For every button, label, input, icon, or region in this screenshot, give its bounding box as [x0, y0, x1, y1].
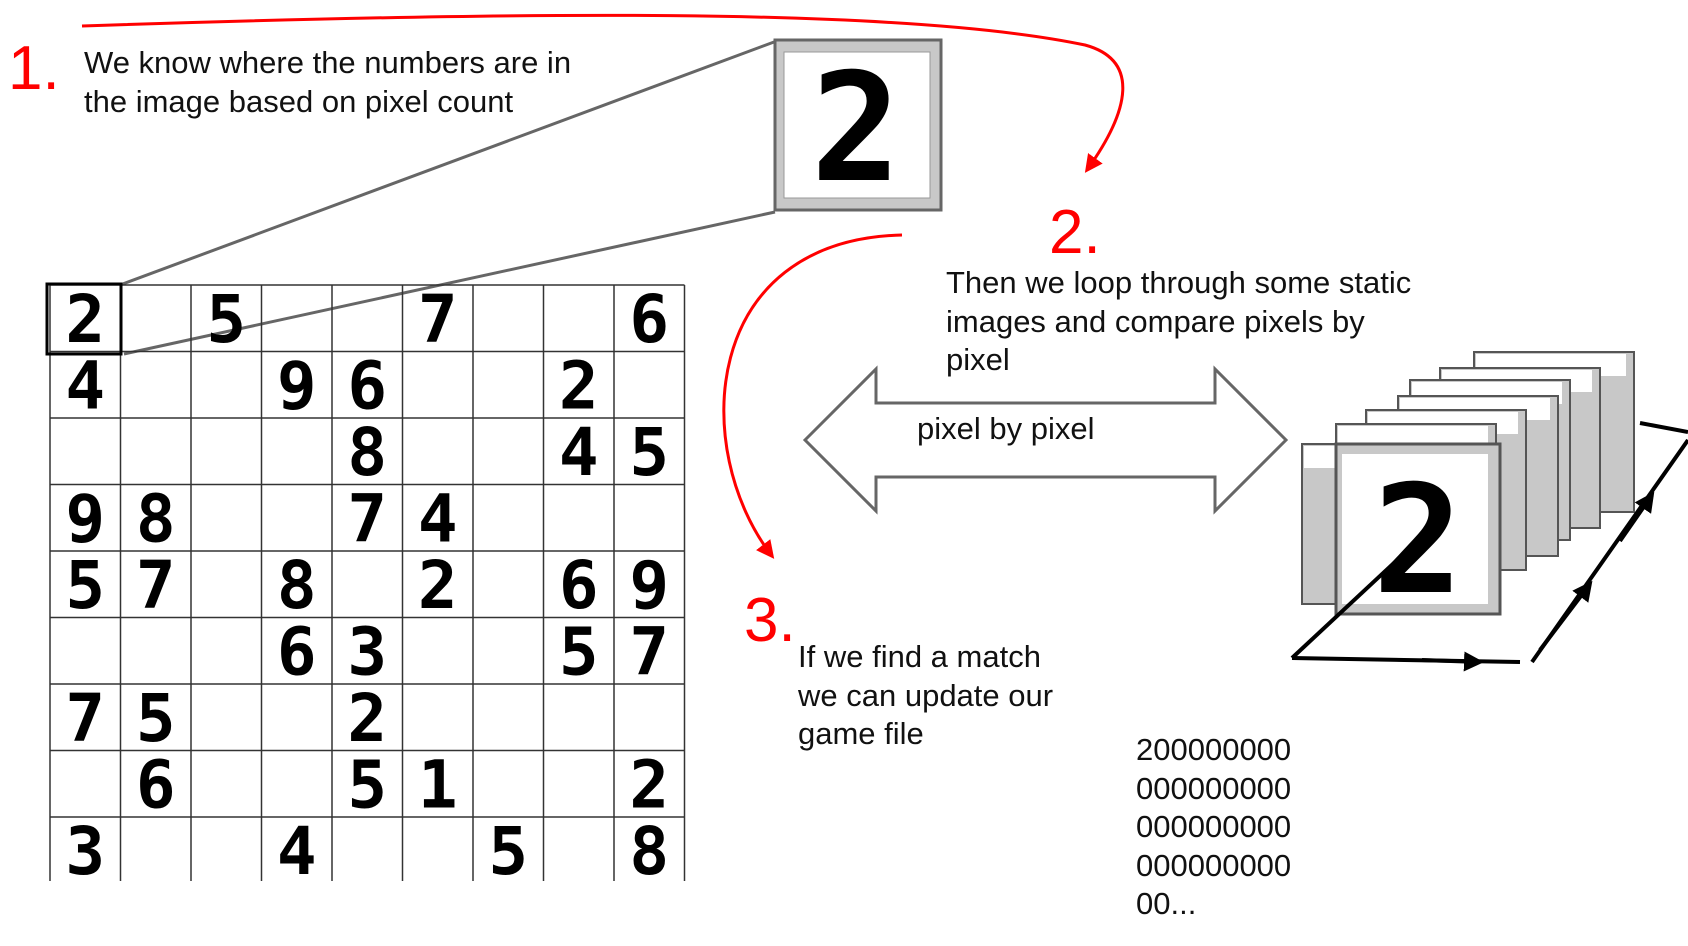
grid-cell-digit: 2 — [65, 281, 105, 358]
grid-cell-digit: 4 — [277, 813, 317, 890]
grid-cell-digit: 4 — [65, 348, 105, 425]
grid-cell-digit: 6 — [347, 348, 387, 425]
compare-double-arrow — [802, 365, 1289, 515]
grid-cell-digit: 3 — [65, 813, 105, 890]
grid-cell-digit: 6 — [277, 614, 317, 691]
game-file-output: 200000000 000000000 000000000 000000000 … — [1136, 731, 1291, 924]
step-1-text: We know where the numbers are in the ima… — [84, 44, 571, 121]
selected-cell-highlight — [45, 282, 123, 356]
grid-cell-digit: 9 — [277, 348, 317, 425]
stack-digit: 2 — [1373, 454, 1463, 628]
grid-cell-digit: 6 — [136, 747, 176, 824]
game-file-line-3: 000000000 — [1136, 809, 1292, 845]
grid-cell-digit: 1 — [418, 747, 458, 824]
grid-cell-digit: 5 — [347, 747, 387, 824]
step-3-number: 3. — [744, 586, 796, 655]
zoom-line-bottom — [123, 210, 776, 356]
step-2-text: Then we loop through some static images … — [946, 264, 1411, 380]
game-file-line-1: 200000000 — [1136, 732, 1292, 767]
grid-cell-digit: 9 — [629, 547, 669, 624]
step-1-line-1: We know where the numbers are in — [84, 45, 572, 80]
zoomed-digit-card: 2 — [773, 38, 943, 216]
grid-cell-digit: 3 — [347, 614, 387, 691]
grid-cell-digit: 5 — [559, 614, 599, 691]
grid-cell-digit: 6 — [629, 281, 669, 358]
game-file-line-4: 000000000 — [1136, 847, 1292, 883]
grid-cell-digit: 8 — [277, 547, 317, 624]
grid-cell-digit: 5 — [206, 281, 246, 358]
grid-cell-digit: 7 — [418, 281, 458, 358]
grid-cell-digit: 4 — [418, 481, 458, 558]
grid-cell-digit: 5 — [488, 813, 528, 890]
grid-cell-digit: 5 — [629, 414, 669, 491]
zoomed-digit: 2 — [811, 42, 901, 216]
grid-cell-digit: 7 — [136, 547, 176, 624]
compare-label: pixel by pixel — [917, 411, 1095, 446]
grid-cell-digit: 5 — [136, 680, 176, 757]
step-1-number: 1. — [8, 34, 60, 103]
loop-arrows — [1290, 421, 1688, 672]
grid-cell-digit: 7 — [347, 481, 387, 558]
grid-cell-digit: 2 — [347, 680, 387, 757]
arrow-step1-to-step2 — [81, 13, 1125, 173]
arrow-step2-to-step3 — [722, 233, 903, 559]
step-2-line-3: pixel — [946, 342, 1010, 377]
game-file-line-2: 000000000 — [1136, 770, 1292, 806]
step-2-line-1: Then we loop through some static — [946, 265, 1412, 300]
zoom-line-top — [119, 40, 775, 287]
front-template-card-face — [1342, 454, 1488, 604]
grid-cell-digit: 2 — [418, 547, 458, 624]
step-2-number: 2. — [1049, 198, 1101, 267]
grid-cell-digit: 6 — [559, 547, 599, 624]
game-file-line-5: 00... — [1136, 886, 1197, 922]
grid-cell-digit: 8 — [136, 481, 176, 558]
step-3-line-1: If we find a match — [798, 639, 1041, 674]
grid-cell-digit: 4 — [559, 414, 599, 491]
grid-cell-digit: 7 — [65, 680, 105, 757]
grid-cell-digit: 8 — [629, 813, 669, 890]
step-1-line-2: the image based on pixel count — [84, 83, 514, 119]
grid-cell-digit: 8 — [347, 414, 387, 491]
grid-cell-digit: 5 — [65, 547, 105, 624]
step-3-line-2: we can update our — [798, 677, 1054, 713]
step-2-line-2: images and compare pixels by — [946, 303, 1365, 339]
grid-cell-digit: 7 — [629, 614, 669, 691]
grid-cell-digit: 2 — [629, 747, 669, 824]
template-card-stack: 2 — [1301, 351, 1635, 628]
step-3-line-3: game file — [798, 716, 924, 751]
grid-cell-digit: 2 — [559, 348, 599, 425]
step-3-text: If we find a match we can update our gam… — [798, 638, 1053, 754]
grid-cell-digit: 9 — [65, 481, 105, 558]
